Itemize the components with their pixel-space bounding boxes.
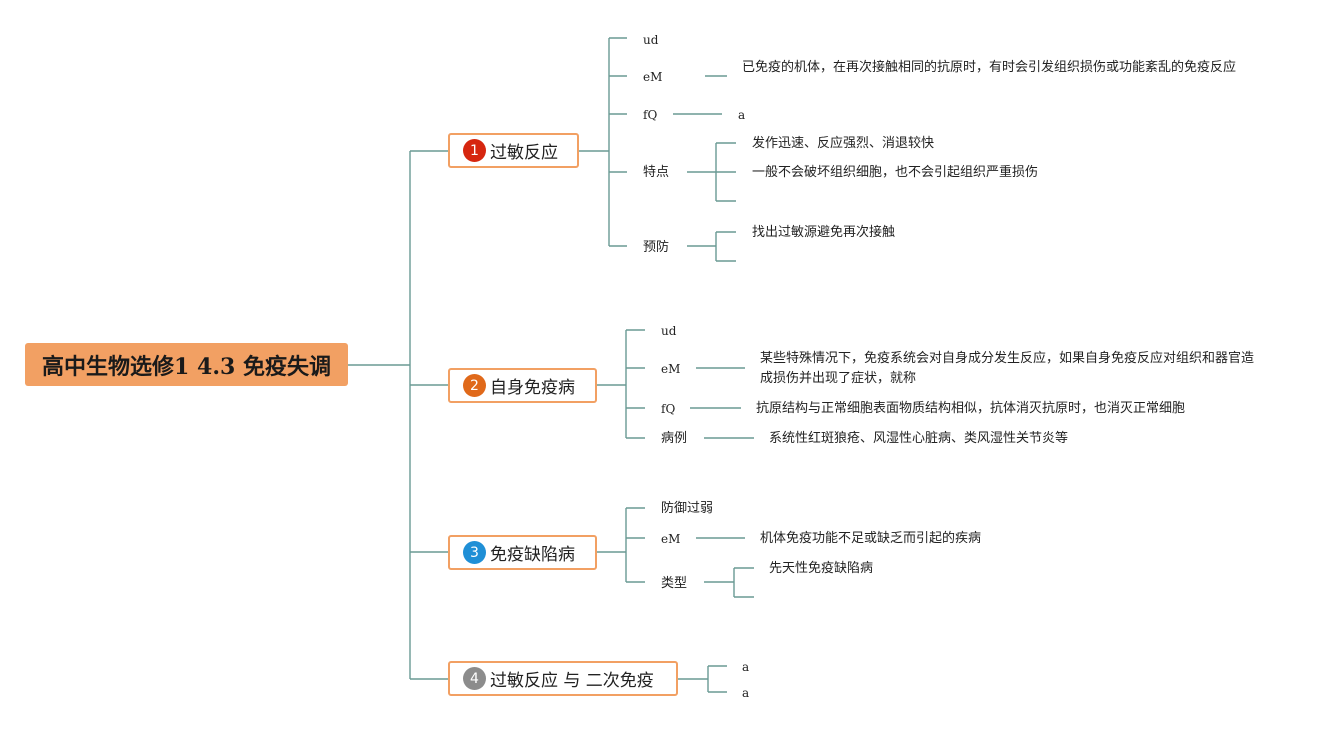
node-label[interactable]: a: [742, 660, 750, 674]
topic-label: 自身免疫病: [490, 378, 575, 398]
node-label[interactable]: ud: [643, 33, 659, 47]
node-item[interactable]: 找出过敏源避免再次接触: [752, 225, 896, 240]
number-badge-2: 2: [463, 374, 486, 397]
topic-label: 免疫缺陷病: [490, 545, 575, 565]
node-item[interactable]: 发作迅速、反应强烈、消退较快: [752, 136, 935, 151]
number-badge-4: 4: [463, 667, 486, 690]
number-badge-1: 1: [463, 139, 486, 162]
node-detail[interactable]: 抗原结构与正常细胞表面物质结构相似，抗体消灭抗原时，也消灭正常细胞: [756, 401, 1186, 416]
node-label[interactable]: eM: [643, 70, 663, 84]
node-detail[interactable]: 系统性红斑狼疮、风湿性心脏病、类风湿性关节炎等: [769, 431, 1069, 446]
number-badge-3: 3: [463, 541, 486, 564]
topic-allergy[interactable]: 1 过敏反应: [448, 133, 579, 168]
node-label[interactable]: 病例: [661, 431, 688, 446]
topic-label: 过敏反应 与 二次免疫: [490, 671, 654, 691]
node-label[interactable]: eM: [661, 532, 681, 546]
node-label[interactable]: 特点: [643, 165, 670, 180]
node-label[interactable]: 预防: [643, 240, 670, 255]
definition-text[interactable]: 已免疫的机体，在再次接触相同的抗原时，有时会引发组织损伤或功能紊乱的免疫反应: [742, 60, 1237, 75]
node-item[interactable]: 一般不会破坏组织细胞，也不会引起组织严重损伤: [752, 165, 1039, 180]
node-label[interactable]: eM: [661, 362, 681, 376]
node-detail[interactable]: 机体免疫功能不足或缺乏而引起的疾病: [760, 531, 982, 546]
node-label[interactable]: a: [742, 686, 750, 700]
root-topic[interactable]: 高中生物选修1 4.3 免疫失调: [25, 343, 348, 386]
node-label[interactable]: 类型: [661, 576, 688, 591]
node-label[interactable]: ud: [661, 324, 677, 338]
node-detail[interactable]: a: [738, 108, 746, 122]
topic-label: 过敏反应: [490, 143, 558, 163]
node-item[interactable]: 先天性免疫缺陷病: [769, 561, 874, 576]
topic-immunodeficiency[interactable]: 3 免疫缺陷病: [448, 535, 597, 570]
root-title: 高中生物选修1 4.3 免疫失调: [42, 353, 331, 380]
node-label[interactable]: fQ: [661, 402, 676, 416]
node-label[interactable]: 防御过弱: [661, 501, 714, 516]
definition-text[interactable]: 某些特殊情况下，免疫系统会对自身成分发生反应，如果自身免疫反应对组织和器官造成损…: [760, 351, 1255, 386]
topic-allergy-vs-secondary-immunity[interactable]: 4 过敏反应 与 二次免疫: [448, 661, 678, 696]
topic-autoimmune-disease[interactable]: 2 自身免疫病: [448, 368, 597, 403]
node-label[interactable]: fQ: [643, 108, 658, 122]
